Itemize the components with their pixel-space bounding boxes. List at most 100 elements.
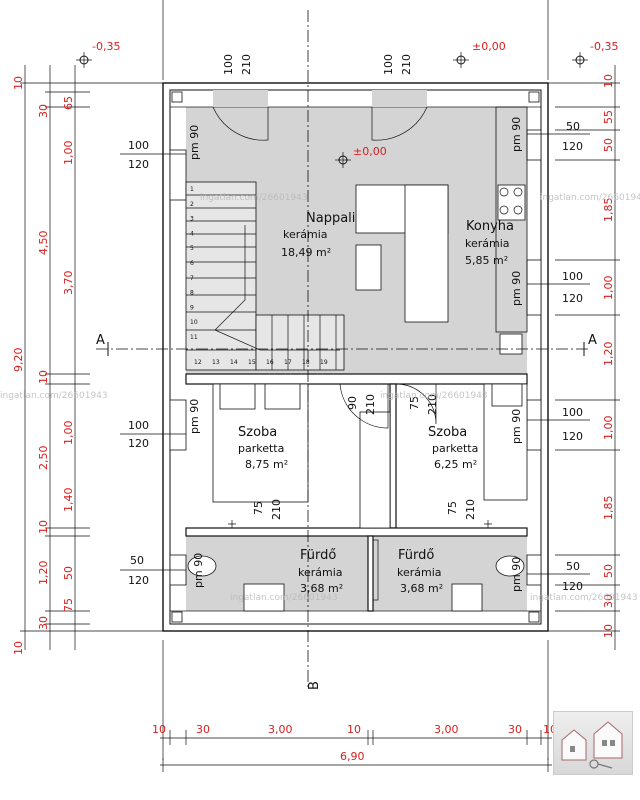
svg-text:2,50: 2,50 <box>37 446 50 471</box>
svg-text:10: 10 <box>37 520 50 534</box>
svg-text:10: 10 <box>12 641 25 655</box>
svg-text:50: 50 <box>566 120 580 133</box>
room-area-szoba-2: 6,25 m² <box>434 458 477 471</box>
svg-text:pm 90: pm 90 <box>188 399 201 434</box>
svg-text:ingatlan.com/26601943: ingatlan.com/26601943 <box>0 391 108 401</box>
svg-text:10: 10 <box>37 370 50 384</box>
svg-text:50: 50 <box>566 560 580 573</box>
svg-text:120: 120 <box>128 437 149 450</box>
svg-text:210: 210 <box>270 499 283 520</box>
room-area-furdo-2: 3,68 m² <box>400 582 443 595</box>
svg-text:10: 10 <box>347 723 361 736</box>
svg-text:50: 50 <box>62 566 75 580</box>
section-mark-a-left: A <box>96 333 105 348</box>
section-mark-a-right: A <box>588 333 597 348</box>
bed <box>212 383 391 529</box>
dimensions-bottom: 10 30 3,00 10 3,00 30 10 6,90 <box>152 723 557 763</box>
door-labels: 100 210 100 210 90 210 75 210 75 210 75 … <box>222 54 477 520</box>
svg-text:30: 30 <box>37 104 50 118</box>
room-label-furdo-2: Fürdő <box>398 548 434 563</box>
svg-text:1,85: 1,85 <box>602 496 615 521</box>
svg-text:ingatlan.com/26601943: ingatlan.com/26601943 <box>230 593 338 603</box>
room-label-nappali: Nappali <box>306 211 355 226</box>
room-finish-szoba-1: parketta <box>238 442 284 455</box>
stair-step-number: 1 <box>190 186 194 193</box>
room-area-furdo-1: 3,68 m² <box>300 582 343 595</box>
svg-text:4,50: 4,50 <box>37 231 50 256</box>
svg-text:pm 90: pm 90 <box>188 125 201 160</box>
svg-text:10: 10 <box>152 723 166 736</box>
svg-text:pm 90: pm 90 <box>510 117 523 152</box>
stair-step-number: 7 <box>190 275 194 282</box>
svg-text:3,70: 3,70 <box>62 271 75 296</box>
svg-text:1,85: 1,85 <box>602 198 615 223</box>
house-model-thumbnail <box>553 711 633 775</box>
svg-text:65: 65 <box>62 96 75 110</box>
svg-text:75: 75 <box>62 598 75 612</box>
stair-step-number: 18 <box>302 359 310 366</box>
svg-text:100: 100 <box>128 419 149 432</box>
svg-text:100: 100 <box>382 54 395 75</box>
svg-text:1,20: 1,20 <box>602 342 615 367</box>
svg-text:50: 50 <box>602 564 615 578</box>
svg-text:55: 55 <box>602 110 615 124</box>
room-finish-szoba-2: parketta <box>432 442 478 455</box>
sofa <box>355 184 449 323</box>
stair-step-number: 5 <box>190 245 194 252</box>
entrance-door <box>212 106 428 141</box>
svg-text:pm 90: pm 90 <box>510 409 523 444</box>
stair-step-number: 4 <box>190 230 194 237</box>
room-finish-furdo-2: kerámia <box>397 566 442 579</box>
svg-text:75: 75 <box>408 396 421 410</box>
room-area-konyha: 5,85 m² <box>465 254 508 267</box>
svg-text:ingatlan.com/26601943: ingatlan.com/26601943 <box>530 593 638 603</box>
room-label-szoba-2: Szoba <box>428 425 467 440</box>
stair-step-number: 3 <box>190 216 194 223</box>
svg-text:ingatlan.com/26601943: ingatlan.com/26601943 <box>200 193 308 203</box>
svg-text:210: 210 <box>240 54 253 75</box>
svg-text:210: 210 <box>400 54 413 75</box>
svg-text:75: 75 <box>252 501 265 515</box>
stair-step-number: 10 <box>190 319 198 326</box>
svg-text:pm 90: pm 90 <box>510 557 523 592</box>
svg-text:210: 210 <box>464 499 477 520</box>
svg-text:3,00: 3,00 <box>268 723 293 736</box>
room-label-konyha: Konyha <box>466 219 514 234</box>
bed <box>483 383 528 501</box>
svg-text:75: 75 <box>446 501 459 515</box>
svg-text:30: 30 <box>602 594 615 608</box>
room-area-nappali: 18,49 m² <box>281 246 331 259</box>
svg-text:1,20: 1,20 <box>37 561 50 586</box>
section-mark-b: B <box>307 681 322 690</box>
svg-text:120: 120 <box>562 430 583 443</box>
svg-text:120: 120 <box>562 292 583 305</box>
level-entrance: ±0,00 <box>472 40 506 53</box>
svg-text:10: 10 <box>602 74 615 88</box>
dimensions-right: 10 55 50 1,85 1,00 1,20 1,00 1,85 50 30 … <box>602 74 615 638</box>
stair-step-number: 19 <box>320 359 328 366</box>
staircase <box>185 181 345 371</box>
level-outside-right: -0,35 <box>590 40 618 53</box>
room-area-szoba-1: 8,75 m² <box>245 458 288 471</box>
svg-text:210: 210 <box>426 394 439 415</box>
svg-text:50: 50 <box>130 554 144 567</box>
stair-step-number: 14 <box>230 359 238 366</box>
svg-text:100: 100 <box>128 139 149 152</box>
watermark: ingatlan.com/26601943 ingatlan.com/26601… <box>0 193 640 603</box>
dimensions-left: 10 30 4,50 10 2,50 10 1,20 30 10 65 1,00… <box>12 76 75 655</box>
svg-text:120: 120 <box>128 158 149 171</box>
stair-step-number: 15 <box>248 359 256 366</box>
level-outside-left: -0,35 <box>92 40 120 53</box>
svg-text:pm 90: pm 90 <box>192 553 205 588</box>
svg-text:ingatlan.com/26601943: ingatlan.com/26601943 <box>540 193 640 203</box>
level-floor: ±0,00 <box>353 145 387 158</box>
svg-text:100: 100 <box>562 406 583 419</box>
svg-text:1,00: 1,00 <box>602 276 615 301</box>
svg-text:6,90: 6,90 <box>340 750 365 763</box>
room-label-szoba-1: Szoba <box>238 425 277 440</box>
window-labels-right: 50 120 pm 90 100 120 pm 90 100 120 pm 90… <box>510 117 590 593</box>
room-finish-furdo-1: kerámia <box>298 566 343 579</box>
svg-text:1,00: 1,00 <box>602 416 615 441</box>
stair-step-number: 12 <box>194 359 202 366</box>
